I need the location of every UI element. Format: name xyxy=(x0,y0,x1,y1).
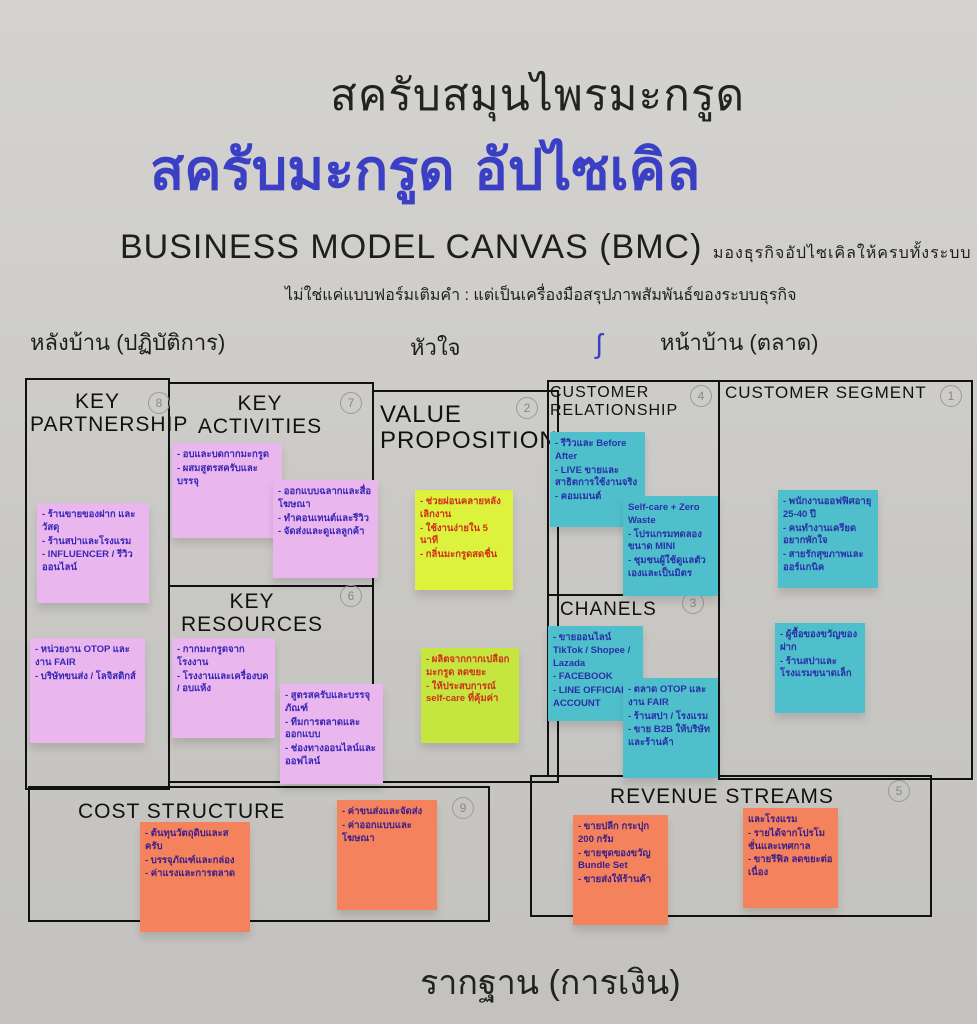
label-key-resources: KEY RESOURCES xyxy=(180,590,324,637)
block-value-proposition xyxy=(372,390,559,783)
sticky-note-rev1: - ขายปลีก กระปุก 200 กรัม- ขายชุดของขวัญ… xyxy=(573,815,668,925)
sticky-note-line: - ร้านสปาและโรงแรม xyxy=(42,535,132,547)
sticky-note-line: และโรงแรม xyxy=(748,814,798,825)
sticky-note-line: - กากมะกรูดจากโรงงาน xyxy=(177,644,245,668)
block-number-cs: 1 xyxy=(940,385,962,407)
label-cost-structure: COST STRUCTURE xyxy=(78,800,286,823)
sticky-note-line: - บริษัทขนส่ง / โลจิสติกส์ xyxy=(35,670,136,682)
sticky-note-line: - รีวิวและ Before After xyxy=(555,438,627,462)
sticky-note-line: - ช่องทางออนไลน์และออฟไลน์ xyxy=(285,743,376,768)
sticky-note-vp2: - ผลิตจากกากเปลือกมะกรูด ลดขยะ- ให้ประสบ… xyxy=(421,648,519,743)
sticky-note-line: - จัดส่งและดูแลลูกค้า xyxy=(278,526,365,538)
sticky-note-line: - ค่าออกแบบและโฆษณา xyxy=(342,819,412,844)
sticky-note-line: - ร้านสปา / โรงแรม xyxy=(628,710,709,722)
sticky-note-line: - ขายชุดของขวัญ Bundle Set xyxy=(578,847,651,872)
sticky-note-ch1: - ขายออนไลน์ TikTok / Shopee / Lazada - F… xyxy=(548,626,643,721)
label-customer-segment: CUSTOMER SEGMENT xyxy=(725,383,927,402)
title-line-1: สครับสมุนไพรมะกรูด xyxy=(330,70,746,121)
sticky-note-line: - FACEBOOK xyxy=(553,671,613,683)
sticky-note-line: - ขายปลีก กระปุก 200 กรัม xyxy=(578,821,650,845)
sticky-note-ka1: - อบและบดกากมะกรูด - ผสมสูตรสครับและบรรจุ xyxy=(172,443,282,538)
label-channels: CHANELS xyxy=(560,599,657,620)
sticky-note-line: - ตลาด OTOP และงาน FAIR xyxy=(628,684,707,708)
sticky-note-line: - ช่วยผ่อนคลายหลังเลิกงาน xyxy=(420,496,501,520)
block-number-ka: 7 xyxy=(340,392,362,414)
sticky-note-line: - คอมเมนต์ xyxy=(555,491,602,503)
sticky-note-line: - ขายรีฟิล ลดขยะต่อเนื่อง xyxy=(748,854,833,879)
label-key-partnership: KEY PARTNERSHIP xyxy=(30,390,189,437)
sticky-note-vp1: - ช่วยผ่อนคลายหลังเลิกงาน- ใช้งานง่ายใน … xyxy=(415,490,513,590)
zone-heart: หัวใจ xyxy=(410,335,461,360)
sticky-note-line: - บรรจุภัณฑ์และกล่อง xyxy=(145,854,235,866)
sticky-note-line: - สายรักสุขภาพและออร์แกนิค xyxy=(783,549,864,574)
sticky-note-line: - พนักงานออฟฟิศอายุ 25-40 ปี xyxy=(783,496,872,520)
sticky-note-line: - ค่าขนส่งและจัดส่ง xyxy=(342,806,423,817)
sticky-note-line: - ค่าแรงและการตลาด xyxy=(145,868,236,880)
subtitle-note: ไม่ใช่แค่แบบฟอร์มเติมคำ : แต่เป็นเครื่อง… xyxy=(285,287,797,304)
block-number-cost: 9 xyxy=(452,797,474,819)
sticky-note-line: Self-care + Zero Waste xyxy=(628,502,700,526)
footer-foundation-label: รากฐาน (การเงิน) xyxy=(420,964,681,1002)
block-number-vp: 2 xyxy=(516,397,538,419)
sticky-note-line: - INFLUENCER / รีวิวออนไลน์ xyxy=(42,549,133,574)
sticky-note-line: - ทำคอนเทนต์และรีวิว xyxy=(278,512,369,524)
sticky-note-ka2: - ออกแบบฉลากและสื่อโฆษณา - ทำคอนเทนต์และร… xyxy=(273,480,378,578)
zone-frontend: หน้าบ้าน (ตลาด) xyxy=(660,330,819,355)
sticky-note-line: - โรงงานและเครื่องบด / อบแห้ง xyxy=(177,670,269,695)
sticky-note-line: - ต้นทุนวัตถุดิบและสครับ xyxy=(145,828,229,852)
sticky-note-line: - ร้านสปาและโรงแรมขนาดเล็ก xyxy=(780,655,852,680)
sticky-note-line: - ผลิตจากกากเปลือกมะกรูด ลดขยะ xyxy=(426,654,510,678)
sticky-note-kr2: - สูตรสครับและบรรจุภัณฑ์- ทีมการตลาดและอ… xyxy=(280,684,383,784)
sticky-note-line: - LINE OFFICIAL ACCOUNT xyxy=(553,685,627,710)
sticky-note-kp1: - ร้านขายของฝาก และวัสดุ - ร้านสปาและโรงแ… xyxy=(37,503,149,603)
label-value-proposition: VALUE PROPOSITION xyxy=(380,401,558,455)
sticky-note-line: - ทีมการตลาดและออกแบบ xyxy=(285,716,361,741)
sticky-note-ch2: - ตลาด OTOP และงาน FAIR - ร้านสปา / โรงแร… xyxy=(623,678,718,778)
block-customer-segment xyxy=(718,380,973,780)
sticky-note-line: - โปรแกรมทดลองขนาด MINI xyxy=(628,528,702,553)
sticky-note-cost2: - ค่าขนส่งและจัดส่ง - ค่าออกแบบและโฆษณา xyxy=(337,800,437,910)
title-line-2: สครับมะกรูด อัปไซเคิล xyxy=(150,138,701,203)
sticky-note-line: - ขายออนไลน์ TikTok / Shopee / Lazada xyxy=(553,632,631,669)
sticky-note-line: - ให้ประสบการณ์ self-care ที่คุ้มค่า xyxy=(426,680,499,705)
sticky-note-line: - ผสมสูตรสครับและบรรจุ xyxy=(177,462,258,487)
block-number-kp: 8 xyxy=(148,392,170,414)
sticky-note-cr2: Self-care + Zero Waste- โปรแกรมทดลองขนาด… xyxy=(623,496,718,596)
block-number-cr: 4 xyxy=(690,385,712,407)
label-customer-relationship: CUSTOMER RELATIONSHIP xyxy=(550,384,679,419)
sticky-note-line: - รายได้จากโปรโมชั่นและเทศกาล xyxy=(748,827,826,852)
sticky-note-cs1: - พนักงานออฟฟิศอายุ 25-40 ปี- คนทำงานเคร… xyxy=(778,490,878,588)
block-cost-structure xyxy=(28,786,490,922)
zone-backend: หลังบ้าน (ปฏิบัติการ) xyxy=(30,330,226,355)
block-number-rev: 5 xyxy=(888,780,910,802)
sticky-note-kp2: - หน่วยงาน OTOP และงาน FAIR - บริษัทขนส่ง… xyxy=(30,638,145,743)
subtitle: BUSINESS MODEL CANVAS (BMC) มองธุรกิจอัป… xyxy=(120,228,972,267)
sticky-note-cost1: - ต้นทุนวัตถุดิบและสครับ - บรรจุภัณฑ์และก… xyxy=(140,822,250,932)
subtitle-en: BUSINESS MODEL CANVAS (BMC) xyxy=(120,228,703,266)
label-revenue-streams: REVENUE STREAMS xyxy=(610,785,834,808)
block-number-kr: 6 xyxy=(340,585,362,607)
sticky-note-line: - ใช้งานง่ายใน 5 นาที xyxy=(420,522,488,547)
sticky-note-line: - ร้านขายของฝาก และวัสดุ xyxy=(42,509,136,533)
sticky-note-line: - หน่วยงาน OTOP และงาน FAIR xyxy=(35,644,130,668)
sticky-note-cs2: - ผู้ซื้อของขวัญของฝาก- ร้านสปาและโรงแรม… xyxy=(775,623,865,713)
sticky-note-kr1: - กากมะกรูดจากโรงงาน- โรงงานและเครื่องบด… xyxy=(172,638,275,738)
sticky-note-line: - ผู้ซื้อของขวัญของฝาก xyxy=(780,629,858,653)
sticky-note-line: - คนทำงานเครียด อยากพักใจ xyxy=(783,522,857,547)
subtitle-th: มองธุรกิจอัปไซเคิลให้ครบทั้งระบบ xyxy=(712,245,972,262)
sticky-note-line: - ขายส่งให้ร้านค้า xyxy=(578,874,652,886)
block-revenue-streams xyxy=(530,775,932,917)
sticky-note-line: - กลิ่นมะกรูดสดชื่น xyxy=(420,549,498,561)
sticky-note-line: - อบและบดกากมะกรูด xyxy=(177,449,270,460)
sticky-note-line: - สูตรสครับและบรรจุภัณฑ์ xyxy=(285,690,371,714)
sticky-note-line: - ออกแบบฉลากและสื่อโฆษณา xyxy=(278,486,372,510)
label-key-activities: KEY ACTIVITIES xyxy=(197,392,323,439)
sticky-note-line: - ขาย B2B ให้บริษัทและร้านค้า xyxy=(628,724,711,749)
blue-pen-mark: ʃ xyxy=(596,328,603,359)
sticky-note-line: - LIVE ขายและสาธิตการใช้งานจริง xyxy=(555,464,638,489)
sticky-note-line: - ชุมชนผู้ใช้ดูแลตัวเองและเป็นมิตร xyxy=(628,555,706,580)
sticky-note-rev2: และโรงแรม - รายได้จากโปรโมชั่นและเทศกาล- … xyxy=(743,808,838,908)
